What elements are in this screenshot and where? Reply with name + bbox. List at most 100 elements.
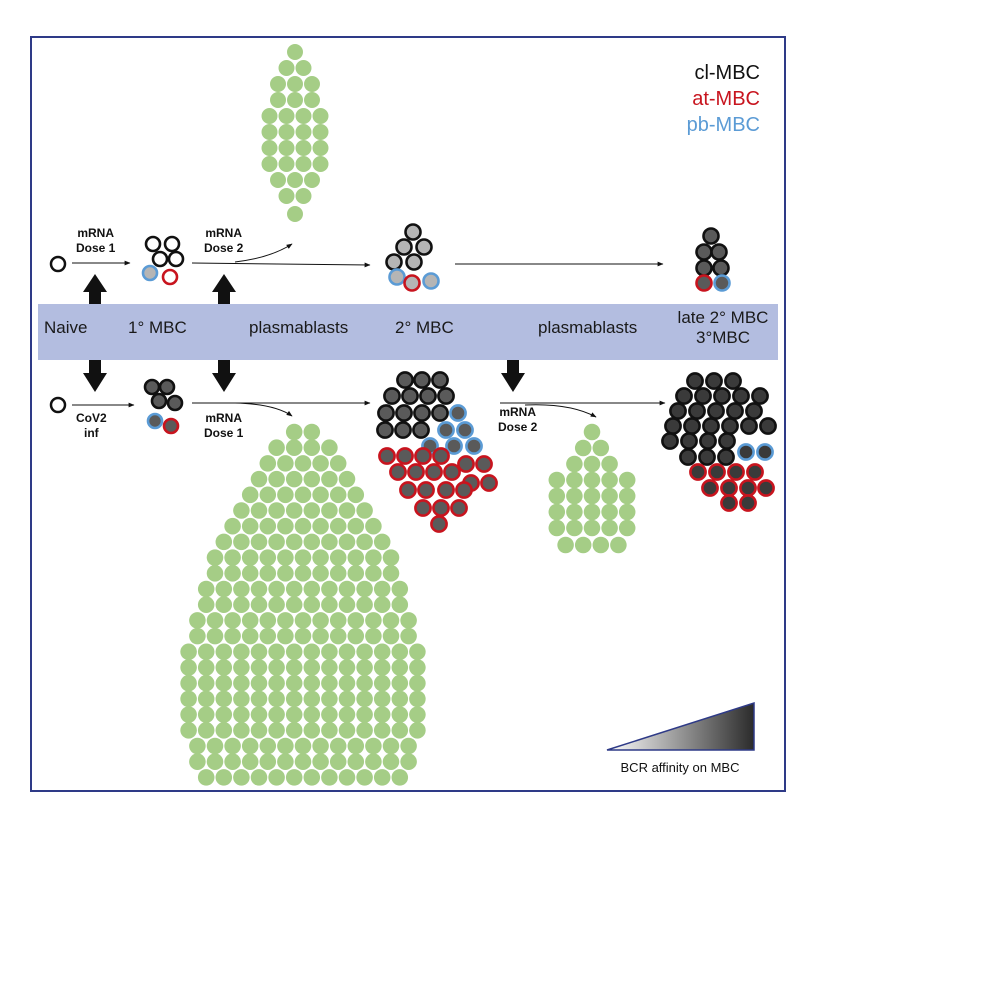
classical-mbc [415, 238, 433, 256]
plasmablast-cell [197, 769, 215, 786]
plasmablast-cell [347, 549, 365, 566]
plasmablast-cell [391, 706, 409, 723]
plasmablast-cell [250, 674, 268, 692]
plasmablast-cell [259, 549, 277, 566]
plasmablast-cell [241, 627, 259, 645]
legend-atypical: at-MBC [692, 88, 760, 110]
plasmablast-cell [285, 533, 303, 551]
plasmablast-cell [285, 439, 303, 456]
bottom-step-dose2-line1: mRNA [499, 405, 537, 419]
plasmablast-cell [566, 471, 583, 489]
plasmablast-cell [409, 690, 426, 708]
plasmablast-cell [197, 580, 215, 598]
plasmablast-cell [400, 753, 417, 770]
plasmablast-cell [250, 580, 268, 598]
mbc-cluster-bottom-late [661, 372, 777, 512]
pre-plasmablast-mbc [146, 412, 164, 430]
top-step-dose2-line1: mRNA [205, 226, 243, 240]
classical-mbc [431, 404, 449, 422]
stage-naive: Naive [44, 318, 88, 337]
plasmablast-cell [215, 690, 233, 708]
atypical-mbc [475, 455, 493, 473]
classical-mbc [710, 243, 728, 261]
plasmablast-cell [259, 627, 277, 645]
plasmablast-cell [268, 690, 285, 708]
pre-plasmablast-mbc [713, 274, 731, 292]
bottom-step-dose2-line2: Dose 2 [498, 420, 538, 434]
thick-arrows [83, 274, 525, 392]
plasmablast-cell [601, 471, 618, 489]
thick-down-arrow-naive [83, 360, 107, 392]
top-arrow-mbc1-to-mbc2 [191, 262, 371, 268]
plasmablast-cell [574, 536, 592, 554]
plasmablast-cell [548, 503, 566, 521]
plasmablast-cell [285, 580, 303, 598]
thick-down-arrow-mbc1 [212, 360, 236, 392]
plasmablast-cell [197, 706, 215, 723]
classical-mbc [395, 404, 413, 422]
plasmablast-cell [277, 486, 294, 504]
plasmablast-cell [548, 487, 566, 505]
stage-plasmablasts-2: plasmablasts [538, 318, 638, 337]
plasmablast-cell [294, 627, 312, 645]
plasmablast-cell [365, 612, 382, 629]
bottom-arrow-to-plasmablasts-2 [524, 404, 597, 418]
plasmablast-cell [548, 519, 566, 537]
plasmablast-cell [409, 674, 426, 692]
classical-mbc [675, 387, 693, 405]
plasmablast-cell [312, 455, 329, 472]
plasmablast-cell [391, 690, 409, 708]
classical-mbc [376, 421, 394, 439]
plasmablast-cell [303, 596, 321, 613]
plasmablast-cell [356, 722, 373, 739]
plasmablast-cell [373, 722, 391, 739]
classical-mbc [699, 432, 717, 450]
plasmablast-cell [250, 596, 268, 613]
atypical-mbc [437, 481, 455, 499]
classical-mbc [413, 371, 431, 389]
plasmablast-cell [303, 706, 321, 723]
classical-mbc [702, 417, 720, 435]
plasmablast-cell [592, 536, 610, 554]
plasmablast-cell [391, 674, 409, 692]
plasmablast-cell [250, 769, 268, 786]
thick-up-arrow-naive [83, 274, 107, 304]
plasmablast-cell [197, 659, 215, 676]
plasmablast-cell [583, 503, 601, 521]
plasmablast-cell [338, 533, 356, 551]
plasmablast-cell [259, 486, 277, 504]
plasmablast-cell [391, 643, 409, 661]
plasmablast-cell [303, 674, 321, 692]
bottom-pathway-arrows [72, 400, 666, 418]
classical-mbc [167, 250, 185, 268]
plasmablast-cell [270, 76, 286, 92]
bottom-step-dose1: mRNA Dose 1 [204, 411, 243, 441]
plasmablast-cell [347, 612, 365, 629]
plasmablast-cell [285, 690, 303, 708]
plasmablast-cell [224, 565, 241, 582]
pre-plasmablast-mbc [465, 437, 483, 455]
plasmablast-cell [409, 722, 426, 739]
atypical-mbc [432, 499, 450, 517]
plasmablast-cell [268, 580, 285, 598]
plasmablast-cell [338, 706, 356, 723]
plasmablast-cell [347, 627, 365, 645]
plasmablast-cell [268, 643, 285, 661]
plasmablast-cell [268, 502, 285, 519]
top-step-dose1-line1: mRNA [77, 226, 115, 240]
plasmablast-cell [278, 156, 295, 172]
plasmablast-cell [295, 60, 312, 76]
pre-plasmablast-mbc [756, 443, 774, 461]
pre-plasmablast-mbc [388, 268, 406, 286]
plasmablast-cell [312, 737, 329, 755]
classical-mbc [151, 250, 169, 268]
plasmablast-cell [382, 549, 400, 566]
plasmablast-cell [548, 471, 566, 489]
plasmablast-cell [278, 140, 295, 156]
classical-mbc [413, 404, 431, 422]
plasmablast-cell [373, 580, 391, 598]
classical-mbc [724, 372, 742, 390]
plasmablast-cell [215, 533, 233, 551]
plasmablast-cell [241, 612, 259, 629]
atypical-mbc [396, 447, 414, 465]
